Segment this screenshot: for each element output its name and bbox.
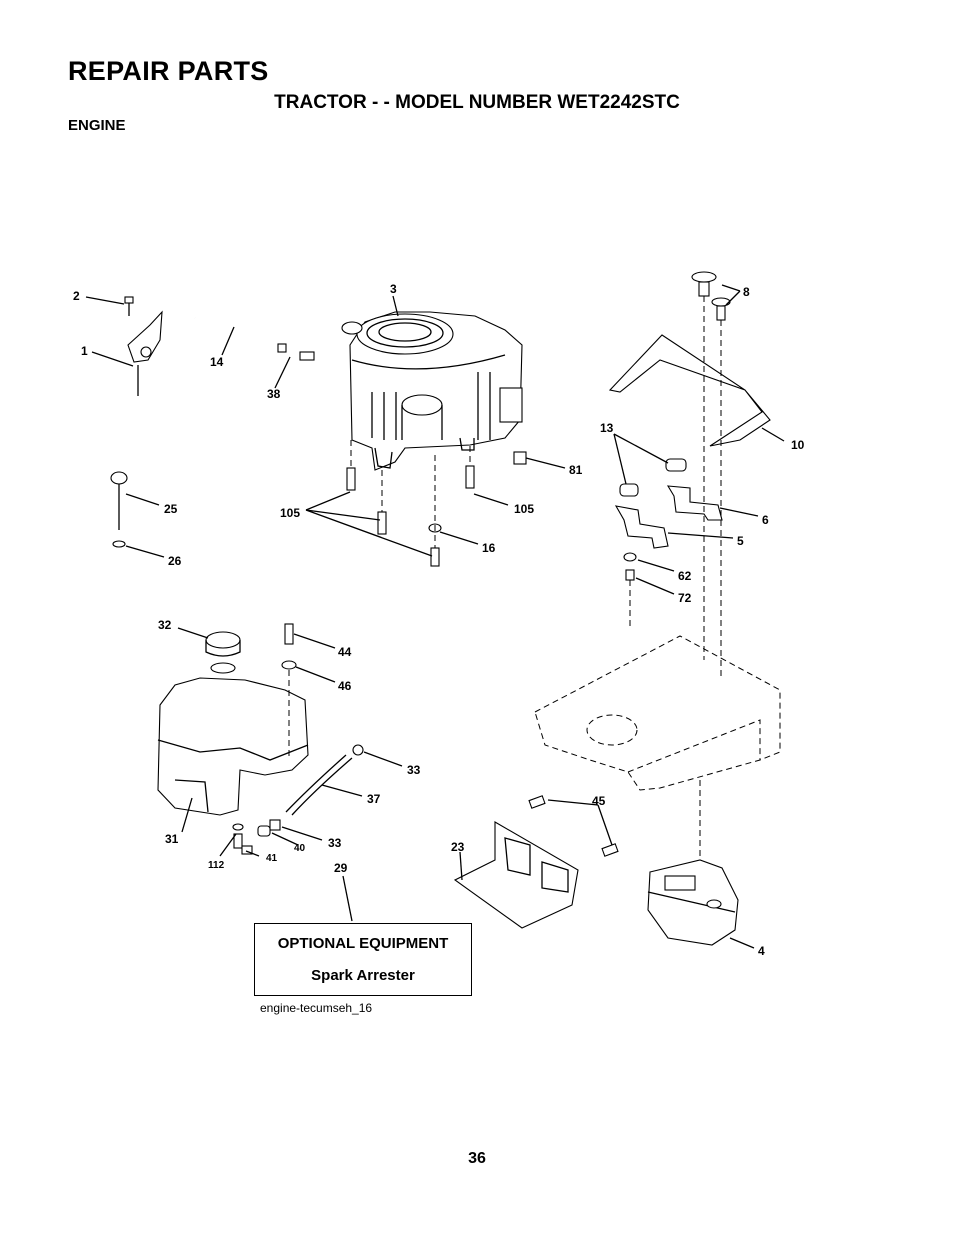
callout-3: 3 [390,282,397,296]
callout-1: 1 [81,344,88,358]
callout-41: 41 [266,853,278,864]
spark-arrester-label: Spark Arrester [311,967,415,984]
throttle-bracket-drawing [124,296,163,396]
page-number: 36 [468,1150,486,1167]
callout-40: 40 [294,843,306,854]
frame-plate-drawing [534,635,781,791]
section-heading: ENGINE [68,117,126,134]
tank-bolt-drawing [281,623,297,760]
alignment-lines [350,296,722,870]
callout-14: 14 [210,355,224,369]
callout-105-left: 105 [280,506,300,520]
callout-105-right: 105 [514,502,534,516]
muffler-shield-drawing [453,795,619,929]
leader-lines [85,284,785,949]
callout-8: 8 [743,285,750,299]
callout-33-top: 33 [407,763,421,777]
engine-bolts-drawing [346,451,527,567]
dipstick-drawing [110,471,128,548]
fuel-line-drawing [194,315,315,361]
heat-shield-drawing [608,271,771,447]
callout-31: 31 [165,832,179,846]
callout-29: 29 [334,861,348,875]
callout-45: 45 [592,794,606,808]
page-title: REPAIR PARTS [68,56,269,86]
optional-equipment-box: OPTIONAL EQUIPMENT Spark Arrester [254,923,472,996]
callout-labels: 2 1 3 14 38 8 10 13 6 5 62 72 81 105 105… [73,282,805,958]
callout-13: 13 [600,421,614,435]
diagram-reference: engine-tecumseh_16 [260,1001,373,1015]
optional-equipment-title: OPTIONAL EQUIPMENT [277,935,449,952]
callout-26: 26 [168,554,182,568]
callout-6: 6 [762,513,769,527]
callout-4: 4 [758,944,765,958]
callout-32: 32 [158,618,172,632]
callout-16: 16 [482,541,496,555]
engine-drawing [341,311,523,471]
callout-72: 72 [678,591,692,605]
callout-112: 112 [208,860,225,871]
callout-62: 62 [678,569,692,583]
fuel-tank-drawing [157,631,309,816]
callout-10: 10 [791,438,805,452]
callout-2: 2 [73,289,80,303]
exhaust-pipes-drawing [614,458,723,581]
callout-33-bottom: 33 [328,836,342,850]
callout-37: 37 [367,792,381,806]
callout-44: 44 [338,645,352,659]
muffler-drawing [647,859,739,946]
callout-81: 81 [569,463,583,477]
callout-25: 25 [164,502,178,516]
callout-23: 23 [451,840,465,854]
callout-38: 38 [267,387,281,401]
callout-46: 46 [338,679,352,693]
callout-5: 5 [737,534,744,548]
model-subtitle: TRACTOR - - MODEL NUMBER WET2242STC [274,92,680,113]
tank-fuel-line-drawing [232,744,364,855]
